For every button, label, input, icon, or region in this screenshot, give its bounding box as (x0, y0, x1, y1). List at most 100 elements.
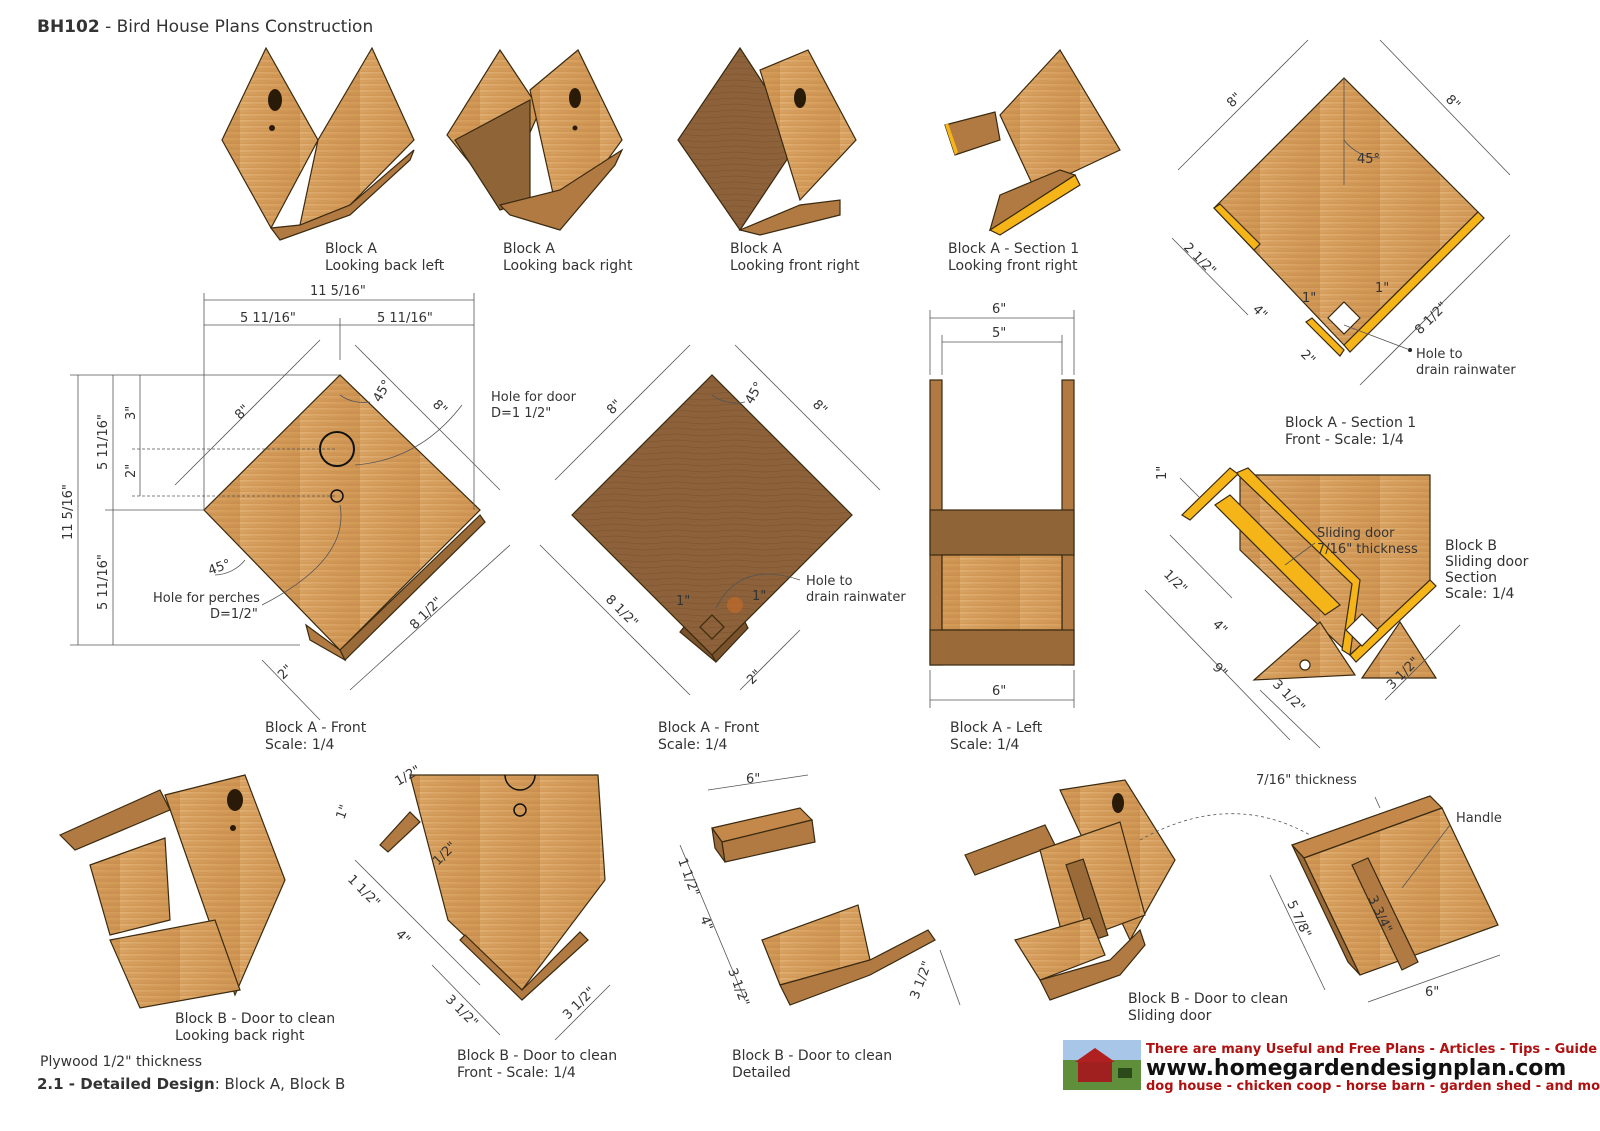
iso-block-a-section1 (944, 49, 1121, 236)
sliding-door-detail-drawing (1269, 795, 1501, 1003)
sd-handle: Handle (1456, 811, 1502, 826)
cap-front2-a: Block A - Front (658, 720, 760, 736)
sec1-dim-8-1-2: 8 1/2" (1412, 299, 1450, 337)
footer-plywood: Plywood 1/2" thickness (40, 1054, 202, 1070)
cap-front1-b: Scale: 1/4 (265, 737, 334, 753)
f1-hole-perch-a: Hole for perches (153, 591, 260, 606)
iso-block-a-back-left (221, 46, 415, 241)
sec1-dim-8b: 8" (1442, 92, 1463, 113)
cap-secb-a: Block B (1445, 538, 1497, 554)
dd-dim-1-1-2: 1 1/2" (674, 856, 702, 898)
cap-iso3-b: Looking front right (730, 258, 860, 274)
cap-iso2-b: Looking back right (503, 258, 633, 274)
secb-dim-1-2: 1/2" (1160, 567, 1190, 597)
f1-hole-door-b: D=1 1/2" (491, 406, 551, 421)
cap-door-slide-a: Block B - Door to clean (1128, 991, 1288, 1007)
iso-block-a-back-right (446, 48, 624, 231)
f2-dim-1b: 1" (752, 589, 766, 604)
f1-dim-5-11-16v2: 5 11/16" (96, 554, 111, 610)
sd-dim-5-7-8: 5 7/8" (1283, 898, 1313, 940)
cap-door-slide-b: Sliding door (1128, 1008, 1212, 1024)
df-dim-3-1-2b: 3 1/2" (560, 984, 598, 1022)
f2-dim-8b: 8" (809, 397, 830, 418)
f1-angle-bottom: 45° (206, 557, 233, 579)
cap-front2-b: Scale: 1/4 (658, 737, 727, 753)
door-front-drawing (354, 774, 611, 1041)
cap-door-front-a: Block B - Door to clean (457, 1048, 617, 1064)
f1-dim-5-11-16a: 5 11/16" (240, 311, 296, 326)
sec1-angle: 45° (1357, 152, 1380, 167)
iso-block-a-front-right (677, 46, 857, 236)
ad-url[interactable]: www.homegardendesignplan.com (1146, 1056, 1566, 1081)
cap-front1-a: Block A - Front (265, 720, 367, 736)
cap-sec1-a: Block A - Section 1 (1285, 415, 1416, 431)
f1-hole-door-a: Hole for door (491, 390, 577, 405)
sec1-dim-2: 2" (1297, 347, 1318, 368)
ad-line1: There are many Useful and Free Plans - A… (1146, 1042, 1600, 1057)
sec1-drain-b: drain rainwater (1416, 363, 1516, 378)
df-dim-3-1-2a: 3 1/2" (442, 992, 480, 1030)
df-dim-4: 4" (392, 927, 413, 948)
cap-iso4-a: Block A - Section 1 (948, 241, 1079, 257)
sec1-drain-a: Hole to (1416, 347, 1463, 362)
left-drawing (929, 310, 1075, 708)
front2-drawing (539, 344, 881, 696)
dd-dim-3-1-2b: 3 1/2" (908, 959, 936, 1001)
footer-design-num: 2.1 - Detailed Design (37, 1075, 215, 1093)
f1-dim-2b: 2" (275, 662, 296, 683)
left-dim-6a: 6" (992, 302, 1006, 317)
f1-dim-8b: 8" (429, 397, 450, 418)
cap-iso1-b: Looking back left (325, 258, 445, 274)
f1-dim-5-11-16v1: 5 11/16" (96, 414, 111, 470)
secb-slide-a: Sliding door (1317, 526, 1395, 541)
sec1-dim-1b: 1" (1375, 281, 1389, 296)
cap-door-det-a: Block B - Door to clean (732, 1048, 892, 1064)
cap-iso4-b: Looking front right (948, 258, 1078, 274)
f2-drain-b: drain rainwater (806, 590, 906, 605)
f1-dim-3: 3" (124, 406, 139, 420)
header-text: - Bird House Plans Construction (100, 17, 374, 37)
cap-iso3-a: Block A (730, 241, 782, 257)
header-code: BH102 (37, 17, 100, 37)
secb-dim-9: 9" (1209, 660, 1230, 681)
secb-dim-1: 1" (1155, 466, 1170, 480)
sd-thickness: 7/16" thickness (1256, 773, 1357, 788)
f1-dim-2: 2" (124, 464, 139, 478)
cap-secb-d: Scale: 1/4 (1445, 586, 1514, 602)
sliding-section-drawing (1144, 467, 1461, 749)
f1-dim-5-11-16b: 5 11/16" (377, 311, 433, 326)
f1-hole-perch-b: D=1/2" (210, 607, 258, 622)
secb-dim-3-1-2a: 3 1/2" (1269, 677, 1307, 715)
cap-left-a: Block A - Left (950, 720, 1043, 736)
left-dim-5: 5" (992, 326, 1006, 341)
cap-secb-b: Sliding door (1445, 554, 1529, 570)
df-dim-1: 1" (334, 803, 353, 822)
door-slide-drawing (964, 779, 1311, 1001)
cap-iso2-a: Block A (503, 241, 555, 257)
f2-dim-2: 2" (744, 667, 765, 688)
df-dim-1-1-2: 1 1/2" (344, 872, 382, 910)
ad-line3: dog house - chicken coop - horse barn - … (1146, 1079, 1600, 1094)
dd-dim-3-1-2a: 3 1/2" (724, 966, 752, 1008)
cap-door-front-b: Front - Scale: 1/4 (457, 1065, 576, 1081)
f1-dim-11-5-16v: 11 5/16" (61, 484, 76, 540)
cap-left-b: Scale: 1/4 (950, 737, 1019, 753)
footer-design: 2.1 - Detailed Design: Block A, Block B (37, 1075, 345, 1093)
site-ad[interactable]: There are many Useful and Free Plans - A… (1063, 1040, 1600, 1094)
footer-design-rest: : Block A, Block B (215, 1075, 346, 1093)
cap-sec1-b: Front - Scale: 1/4 (1285, 432, 1404, 448)
cap-door-iso-b: Looking back right (175, 1028, 305, 1044)
sec1-dim-8a: 8" (1224, 90, 1245, 111)
door-iso-drawing (58, 774, 286, 1009)
section1-drawing: 45° 8" 8" 2 1/2" 4" 2" 1" 1" 8 1/2" (1171, 39, 1511, 386)
left-dim-6b: 6" (992, 684, 1006, 699)
f2-angle: 45° (742, 380, 767, 407)
front1-drawing (70, 293, 511, 721)
f2-dim-1a: 1" (676, 594, 690, 609)
cap-door-det-b: Detailed (732, 1065, 791, 1081)
dd-dim-6: 6" (746, 772, 760, 787)
sec1-dim-2-1-2: 2 1/2" (1180, 240, 1218, 278)
f1-dim-11-5-16: 11 5/16" (310, 284, 366, 299)
sec1-dim-1a: 1" (1302, 291, 1316, 306)
